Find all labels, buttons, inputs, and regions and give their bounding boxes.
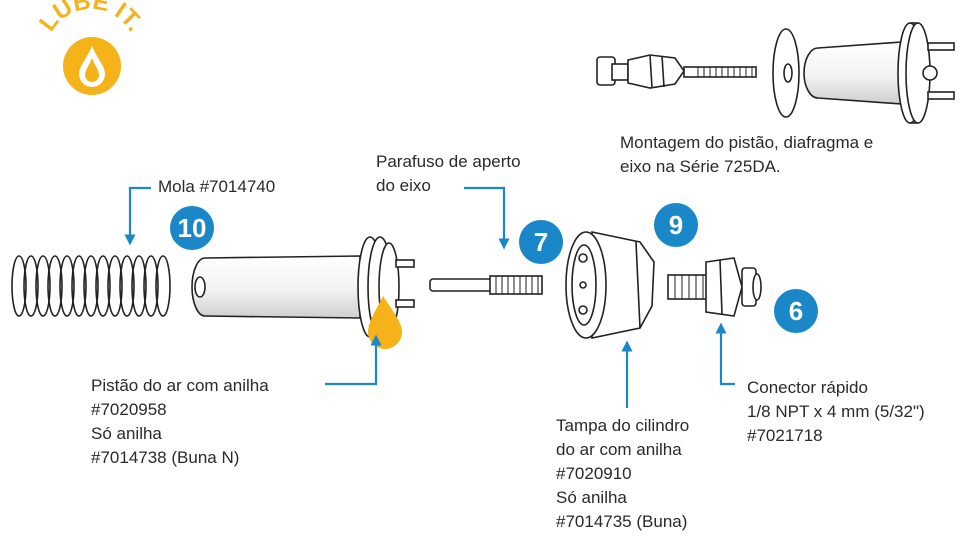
assembly-caption: Montagem do pistão, diafragma e eixo na …: [620, 133, 874, 176]
badge-piston: 10: [170, 206, 214, 250]
arrow-icon: [124, 186, 151, 246]
arrow-icon: [464, 186, 510, 250]
spring-drawing: [11, 255, 171, 317]
spring-label: Mola #7014740: [158, 177, 276, 196]
arrow-icon: [715, 322, 735, 386]
piston-drawing: [191, 236, 415, 349]
arrow-icon: [325, 334, 382, 386]
badge-connector: 6: [774, 289, 818, 333]
connector-label: Conector rápido 1/8 NPT x 4 mm (5/32") #…: [747, 378, 925, 445]
cylinder-cap-drawing: [565, 231, 655, 339]
lube-it-text: LUBE IT.: [34, 0, 149, 36]
lube-it-logo: LUBE IT.: [34, 0, 149, 95]
quick-connector-drawing: [667, 257, 762, 317]
badge-cap: 9: [654, 203, 698, 247]
shaft-screw-drawing: [429, 275, 543, 295]
badge-screw: 7: [519, 220, 563, 264]
cylinder-cap-label: Tampa do cilindro do ar com anilha #7020…: [556, 416, 690, 531]
assembly-drawing: [596, 22, 955, 124]
leader-lines: [124, 186, 735, 408]
screw-label: Parafuso de aperto do eixo: [376, 152, 521, 195]
piston-label: Pistão do ar com anilha #7020958 Só anil…: [91, 376, 269, 467]
